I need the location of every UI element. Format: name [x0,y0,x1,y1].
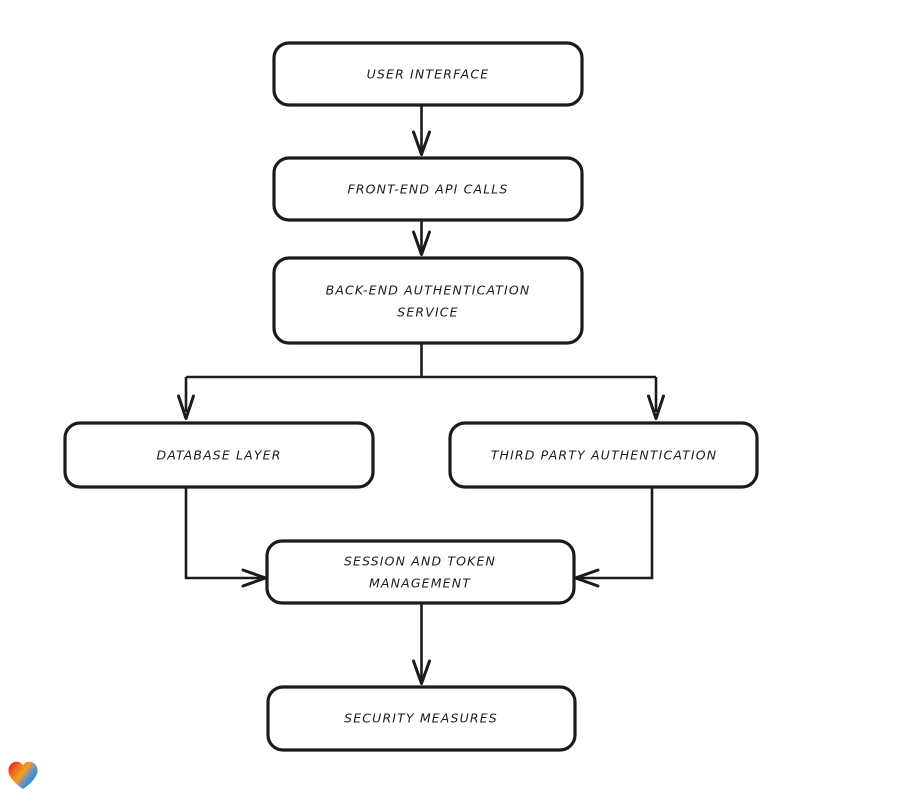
edge-front-end-api-calls-to-back-end-authentication-service [412,220,431,256]
node-user-interface-shape [272,41,584,107]
node-front-end-api-calls[interactable]: FRONT-END API CALLS [272,156,584,222]
edge-database-layer-to-session-and-token-management [184,487,267,588]
node-back-end-authentication-service-label-line1: BACK-END AUTHENTICATION [326,283,531,298]
edge-third-party-authentication-to-session-and-token-management [574,487,654,588]
heart-icon [8,761,38,789]
node-session-and-token-management[interactable]: SESSION AND TOKEN MANAGEMENT [265,539,576,605]
node-back-end-authentication-service-shape [272,256,584,345]
node-third-party-authentication[interactable]: THIRD PARTY AUTHENTICATION [448,421,759,489]
edge-session-and-token-management-to-security-measures [412,603,431,685]
node-security-measures[interactable]: SECURITY MEASURES [266,685,577,752]
node-back-end-authentication-service[interactable]: BACK-END AUTHENTICATION SERVICE [272,256,584,345]
node-user-interface[interactable]: USER INTERFACE [272,41,584,107]
node-database-layer[interactable]: DATABASE LAYER [63,421,375,489]
node-back-end-authentication-service-label-line2: SERVICE [397,305,458,320]
node-third-party-authentication-shape [448,421,759,489]
node-third-party-authentication-label: THIRD PARTY AUTHENTICATION [491,448,718,463]
node-session-and-token-management-shape [265,539,576,605]
node-user-interface-label: USER INTERFACE [367,67,490,82]
node-security-measures-label: SECURITY MEASURES [344,711,498,726]
node-front-end-api-calls-shape [272,156,584,222]
edge-back-end-authentication-service-split [177,343,665,420]
node-front-end-api-calls-label: FRONT-END API CALLS [347,182,508,197]
node-database-layer-label: DATABASE LAYER [156,448,281,463]
node-session-and-token-management-label-line2: MANAGEMENT [369,576,471,591]
node-security-measures-shape [266,685,577,752]
node-session-and-token-management-label-line1: SESSION AND TOKEN [344,554,496,569]
edge-user-interface-to-front-end-api-calls [412,105,431,156]
node-database-layer-shape [63,421,375,489]
